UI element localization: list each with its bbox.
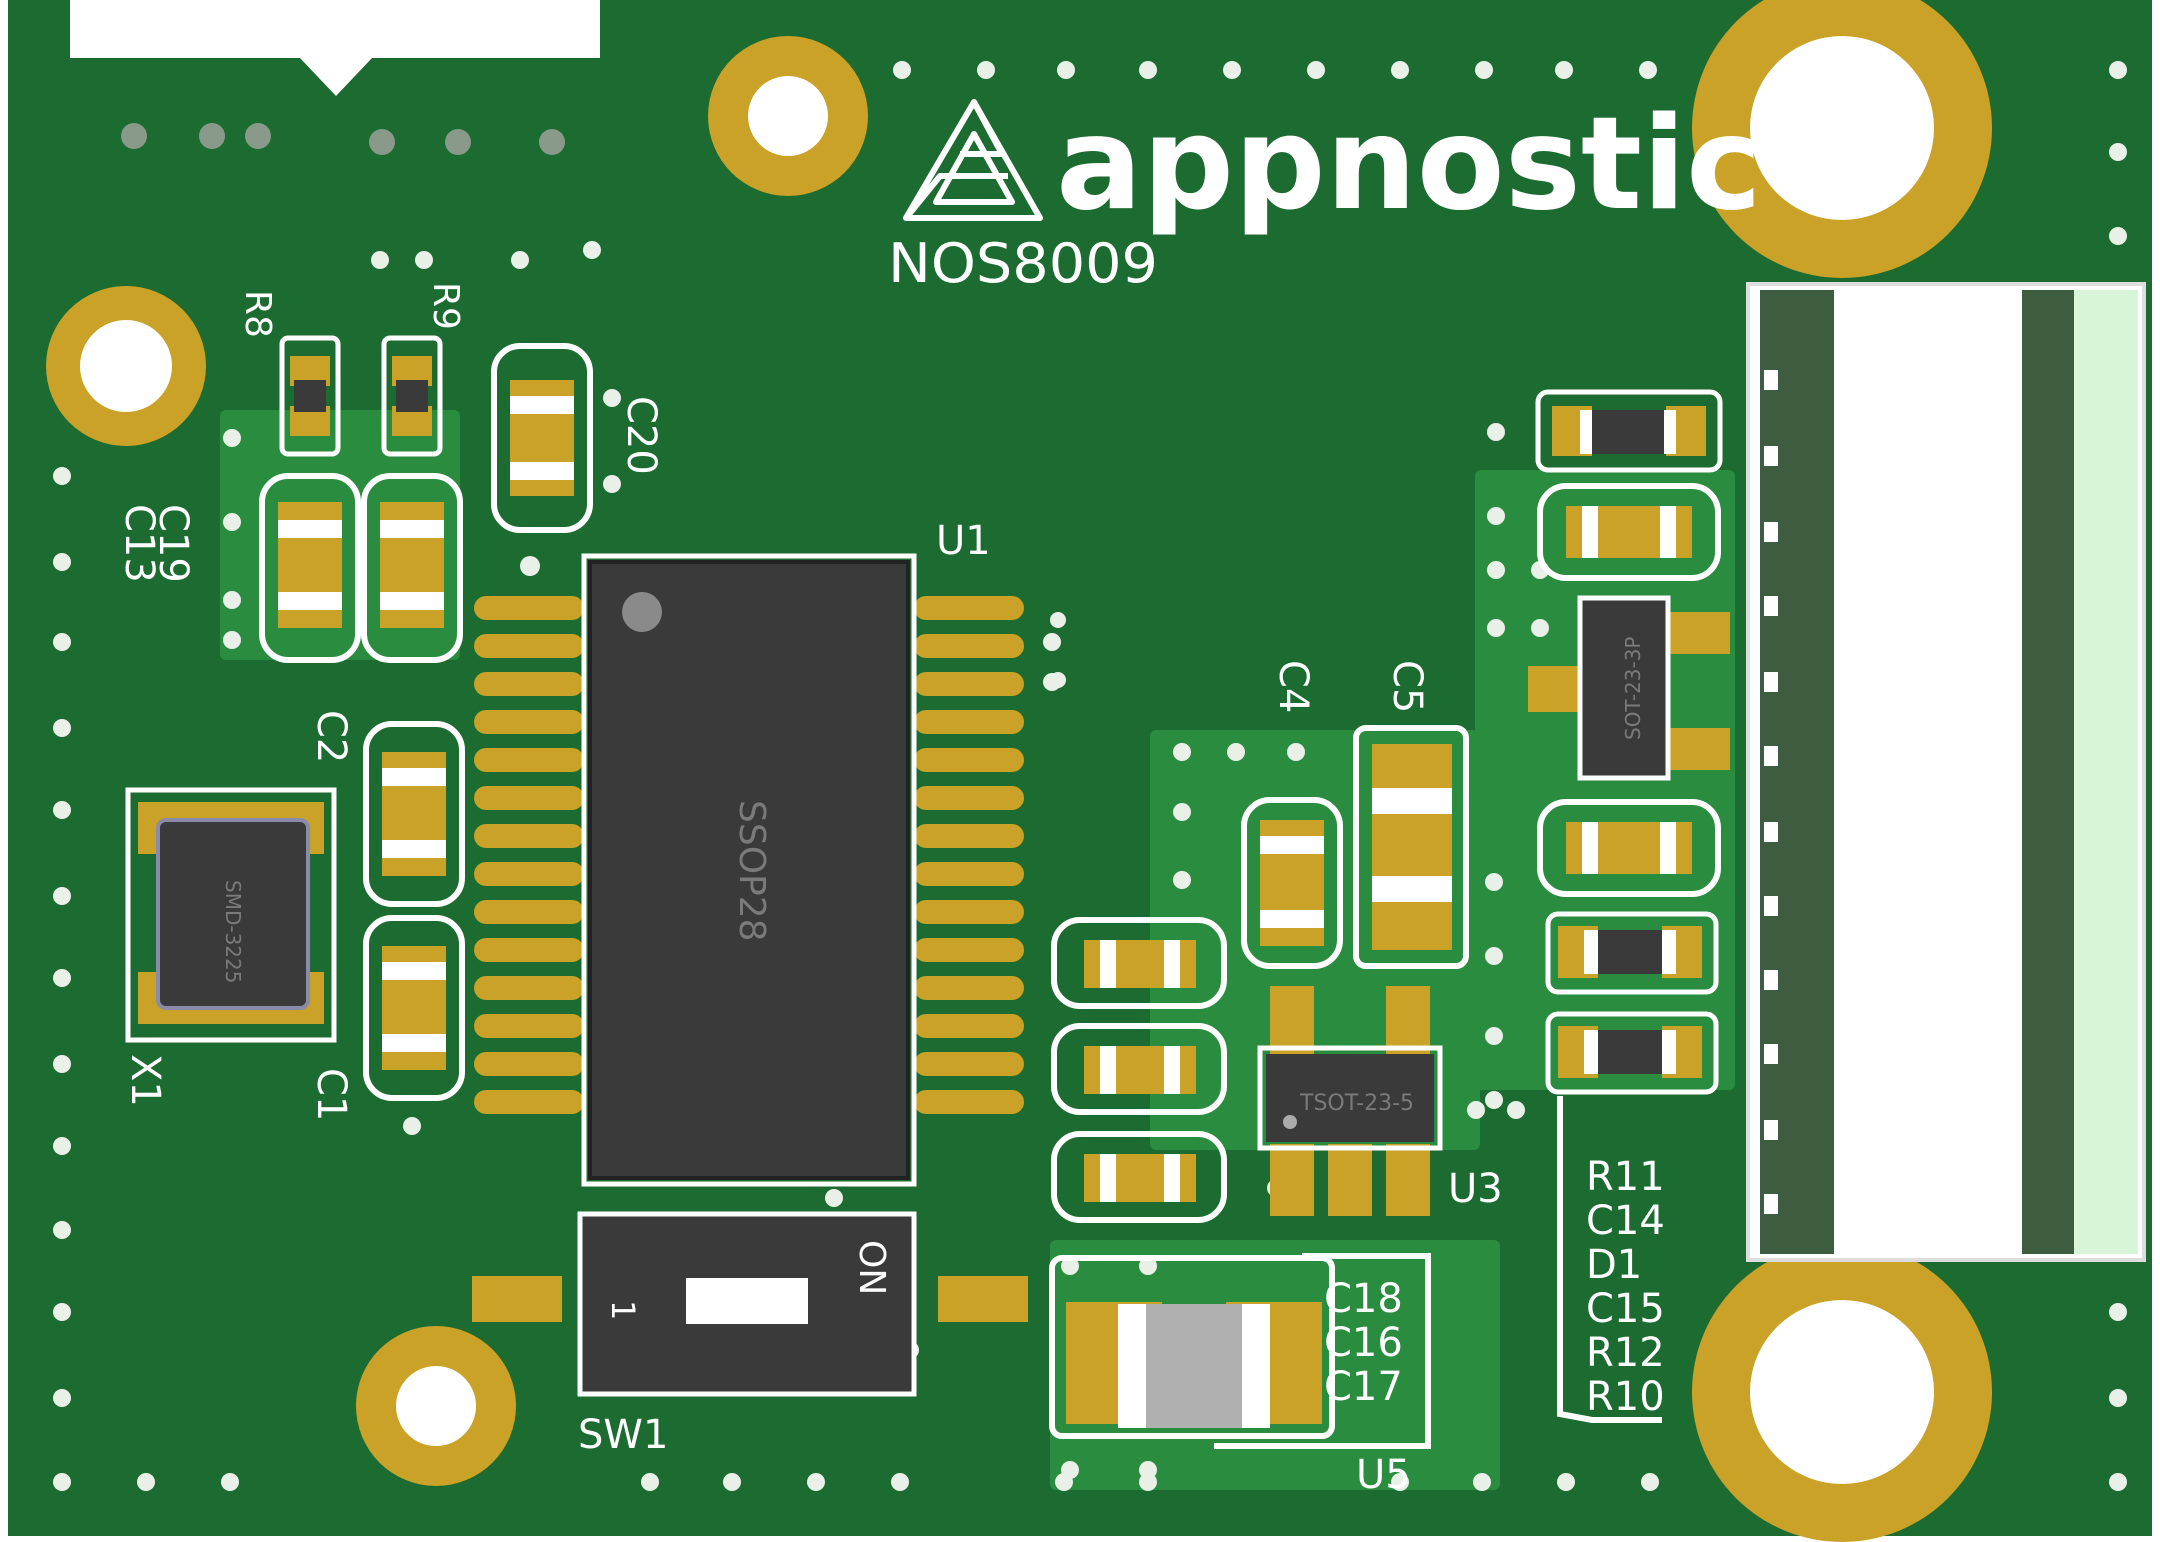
- brand-name: appnostic: [1056, 90, 1762, 239]
- resistor-r9: [381, 335, 443, 457]
- mount-hole-2: [46, 286, 206, 446]
- resistor-r10: [1545, 1011, 1719, 1095]
- capacitor-c1: [363, 915, 465, 1101]
- mount-hole-4: [1692, 1242, 1992, 1542]
- ic-u3: TSOT-23-5: [1257, 986, 1443, 1216]
- label-d1: D1: [1586, 1242, 1642, 1288]
- label-c15: C15: [1586, 1286, 1665, 1332]
- label-c17: C17: [1324, 1364, 1403, 1410]
- label-c20: C20: [618, 396, 664, 475]
- resistor-r8: [279, 335, 341, 457]
- ic-u1-right-pins: [914, 596, 1024, 1114]
- label-r10: R10: [1586, 1374, 1665, 1420]
- capacitor-c4: [1241, 797, 1343, 969]
- fpc-connector-latch-tabs: [1764, 370, 1778, 1214]
- mount-hole-1: [708, 36, 868, 196]
- appnostic-logo-icon: [903, 99, 1043, 221]
- capacitor-c19: [259, 473, 361, 663]
- label-area: [70, 0, 600, 96]
- right-column-outline: [1557, 1096, 1662, 1423]
- capacitor-c13: [361, 473, 463, 663]
- fpc-connector[interactable]: [1746, 282, 2146, 1262]
- capacitor-c16: [1051, 1023, 1227, 1115]
- mount-hole-3: [1692, 0, 1992, 278]
- connector-pins-top-left: [121, 123, 565, 155]
- label-r11: R11: [1586, 1154, 1665, 1200]
- switch-on-label: ON: [851, 1240, 892, 1295]
- label-c19: C19: [150, 504, 196, 583]
- label-x1: X1: [122, 1054, 168, 1107]
- mount-hole-5: [356, 1326, 516, 1486]
- label-r8: R8: [237, 290, 278, 338]
- label-r9: R9: [425, 282, 466, 330]
- crystal-x1: SMD-3225: [125, 787, 337, 1043]
- resistor-r12: [1545, 911, 1719, 995]
- switch-pos-label: 1: [604, 1300, 642, 1320]
- resistor-r11: [1535, 389, 1723, 473]
- label-c1: C1: [308, 1068, 354, 1121]
- u5-outline: [1214, 1253, 1431, 1449]
- label-u5: U5: [1356, 1452, 1411, 1498]
- diode-package: SOT-23-3P: [1621, 637, 1645, 741]
- crystal-package: SMD-3225: [221, 880, 245, 983]
- u1-vias: [1050, 612, 1066, 688]
- label-c14: C14: [1586, 1198, 1665, 1244]
- ic-u1: SSOP28: [474, 553, 1024, 1187]
- capacitor-c18: [1051, 917, 1227, 1009]
- switch-slider[interactable]: [686, 1278, 808, 1324]
- label-c18: C18: [1324, 1276, 1403, 1322]
- label-c16: C16: [1324, 1320, 1403, 1366]
- board-id: NOS8009: [888, 232, 1158, 295]
- capacitor-c20: [491, 343, 593, 533]
- capacitor-c2: [363, 721, 465, 907]
- inductor-u5: [1049, 1255, 1335, 1439]
- label-sw1: SW1: [578, 1412, 668, 1458]
- label-c5: C5: [1384, 660, 1430, 713]
- label-u1: U1: [936, 518, 991, 564]
- ic-u1-left-pins: [474, 596, 584, 1114]
- label-u3: U3: [1448, 1166, 1503, 1212]
- capacitor-c15: [1537, 799, 1721, 897]
- label-c13: C13: [116, 504, 162, 583]
- mounting-holes: [46, 0, 1992, 1542]
- ic-u1-package: SSOP28: [731, 800, 772, 942]
- capacitor-c5: [1353, 725, 1469, 969]
- switch-sw1[interactable]: ON 1: [472, 1211, 1028, 1397]
- label-c4: C4: [1270, 660, 1316, 713]
- ic-u3-package: TSOT-23-5: [1299, 1091, 1414, 1116]
- label-r12: R12: [1586, 1330, 1665, 1376]
- capacitor-c17: [1051, 1131, 1227, 1223]
- diode-d1: SOT-23-3P: [1528, 595, 1730, 781]
- label-c2: C2: [308, 710, 354, 763]
- vias: [53, 61, 2127, 1491]
- capacitor-c14: [1537, 483, 1721, 581]
